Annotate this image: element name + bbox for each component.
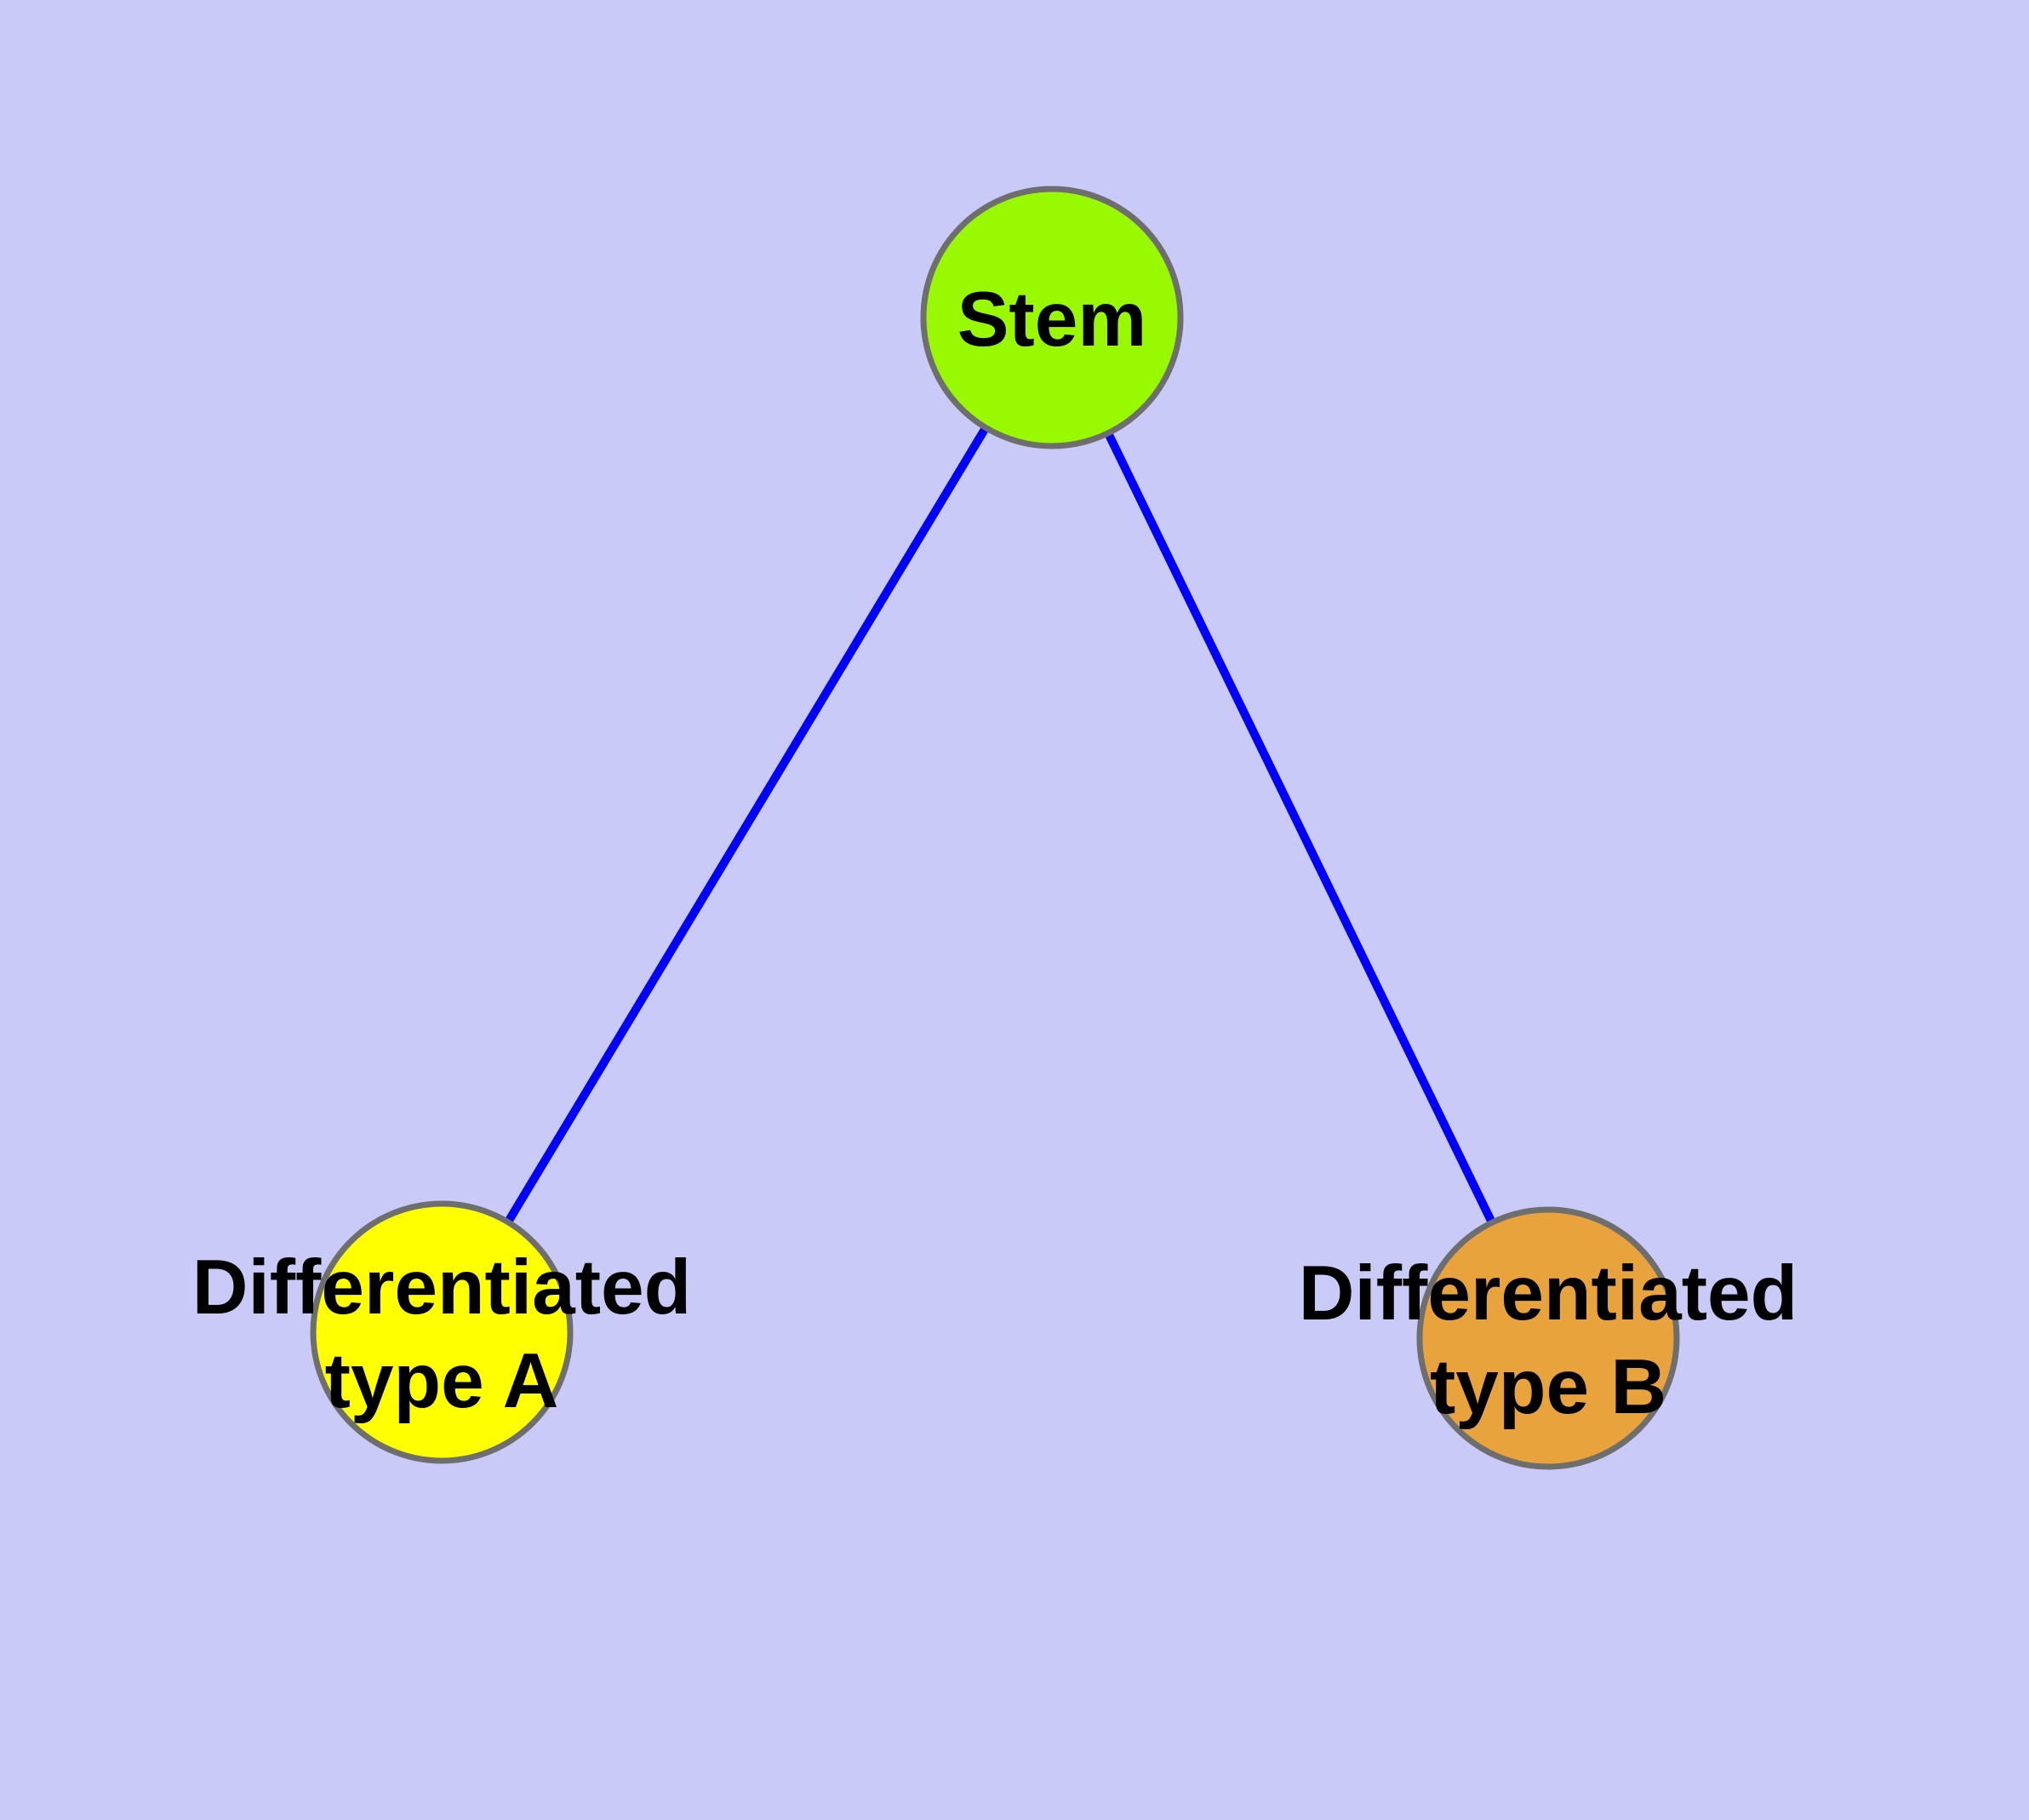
node-stem: Stem [920, 186, 1184, 449]
edges-layer [437, 315, 1552, 1341]
node-circle-stem [920, 186, 1184, 449]
node-circle-type-b [1416, 1206, 1680, 1470]
edge-stem-to-type-b [1048, 315, 1552, 1341]
node-label-stem: Stem [957, 277, 1147, 363]
edge-stem-to-type-a [437, 315, 1056, 1335]
node-circle-type-a [310, 1200, 574, 1464]
